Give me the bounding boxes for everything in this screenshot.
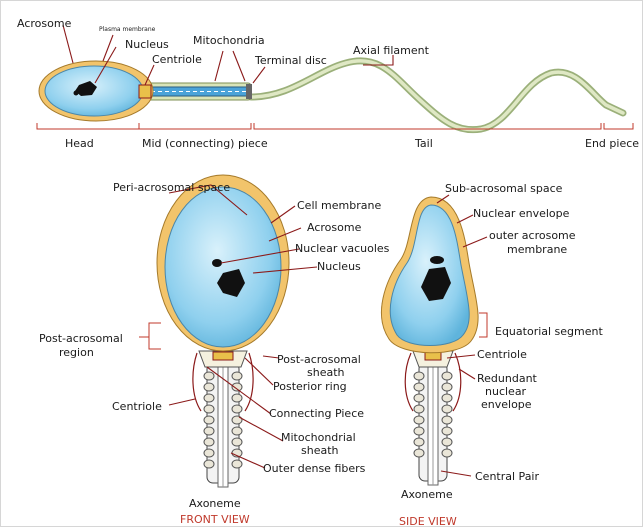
- label-nucleus-front: Nucleus: [317, 260, 361, 273]
- label-nuclear-envelope: Nuclear envelope: [473, 207, 570, 220]
- label-terminal-disc: Terminal disc: [254, 54, 327, 67]
- label-acrosome-front: Acrosome: [307, 221, 362, 234]
- label-front-view: FRONT VIEW: [180, 513, 250, 526]
- segment-mid: Mid (connecting) piece: [142, 137, 268, 150]
- label-acrosome-top: Acrosome: [17, 17, 72, 30]
- label-plasma-membrane: Plasma membrane: [99, 26, 156, 33]
- label-mitochondria: Mitochondria: [193, 34, 265, 47]
- label-mitochondrial-sheath-1: Mitochondrial: [281, 431, 356, 444]
- segment-end: End piece: [585, 137, 639, 150]
- label-connecting-piece: Connecting Piece: [269, 407, 364, 420]
- label-axoneme-side: Axoneme: [401, 488, 453, 501]
- label-outer-acrosome-2: membrane: [507, 243, 567, 256]
- label-outer-dense-fibers: Outer dense fibers: [263, 462, 366, 475]
- tail-shape: [251, 61, 623, 130]
- label-redundant-2: nuclear: [485, 385, 527, 398]
- label-equatorial-segment: Equatorial segment: [495, 325, 603, 338]
- label-posterior-ring: Posterior ring: [273, 380, 347, 393]
- label-outer-acrosome-1: outer acrosome: [489, 229, 576, 242]
- label-central-pair: Central Pair: [475, 470, 539, 483]
- segment-head: Head: [65, 137, 94, 150]
- segment-tail: Tail: [414, 137, 433, 150]
- label-sub-acrosomal-space: Sub-acrosomal space: [445, 182, 563, 195]
- label-redundant-3: envelope: [481, 398, 532, 411]
- label-redundant-1: Redundant: [477, 372, 538, 385]
- label-cell-membrane: Cell membrane: [297, 199, 381, 212]
- side-view-illustration: [381, 197, 478, 485]
- front-view-illustration: [157, 175, 289, 487]
- label-centriole-side: Centriole: [477, 348, 527, 361]
- label-post-acrosomal-sheath-1: Post-acrosomal: [277, 353, 361, 366]
- label-mitochondrial-sheath-2: sheath: [301, 444, 339, 457]
- label-post-acrosomal-sheath-2: sheath: [307, 366, 345, 379]
- label-nucleus-top: Nucleus: [125, 38, 169, 51]
- label-side-view: SIDE VIEW: [399, 515, 457, 528]
- label-peri-acrosomal-space: Peri-acrosomal space: [113, 181, 230, 194]
- label-axoneme-front: Axoneme: [189, 497, 241, 510]
- label-axial-filament: Axial filament: [353, 44, 430, 57]
- label-post-acrosomal-region-1: Post-acrosomal: [39, 332, 123, 345]
- label-post-acrosomal-region-2: region: [59, 346, 94, 359]
- label-centriole-front: Centriole: [112, 400, 162, 413]
- label-nuclear-vacuoles: Nuclear vacuoles: [295, 242, 390, 255]
- label-centriole-top: Centriole: [152, 53, 202, 66]
